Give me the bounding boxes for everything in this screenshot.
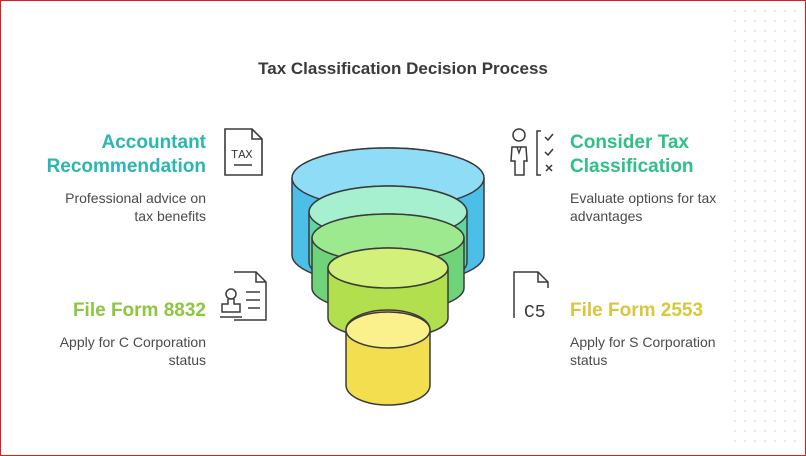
c5-icon-label: C5 (524, 303, 546, 323)
diagram-title: Tax Classification Decision Process (258, 59, 548, 78)
step-heading: Consider Tax Classification (570, 132, 694, 177)
step-description: Evaluate options for tax advantages (570, 190, 717, 224)
step-description: Apply for C Corporation status (59, 334, 206, 368)
step-description: Professional advice on tax benefits (65, 190, 206, 224)
step-heading: File Form 2553 (570, 300, 704, 321)
person-checklist-icon (510, 128, 554, 176)
step-heading: Accountant Recommendation (46, 132, 206, 177)
step-consider-tax-classification: Consider Tax Classification Evaluate opt… (570, 131, 770, 225)
tax-document-icon: TAX (224, 128, 263, 176)
step-heading: File Form 8832 (72, 300, 206, 321)
step-description: Apply for S Corporation status (570, 334, 716, 368)
step-accountant-recommendation: Accountant Recommendation Professional a… (6, 131, 206, 225)
tax-icon-label: TAX (231, 148, 253, 162)
funnel-tier-5 (345, 309, 431, 406)
dot-grid-decoration (730, 6, 800, 446)
stamp-document-icon (220, 271, 267, 321)
step-file-form-2553: File Form 2553 Apply for S Corporation s… (570, 299, 770, 369)
step-file-form-8832: File Form 8832 Apply for C Corporation s… (6, 299, 206, 369)
form-c5-icon: C5 (513, 271, 549, 323)
